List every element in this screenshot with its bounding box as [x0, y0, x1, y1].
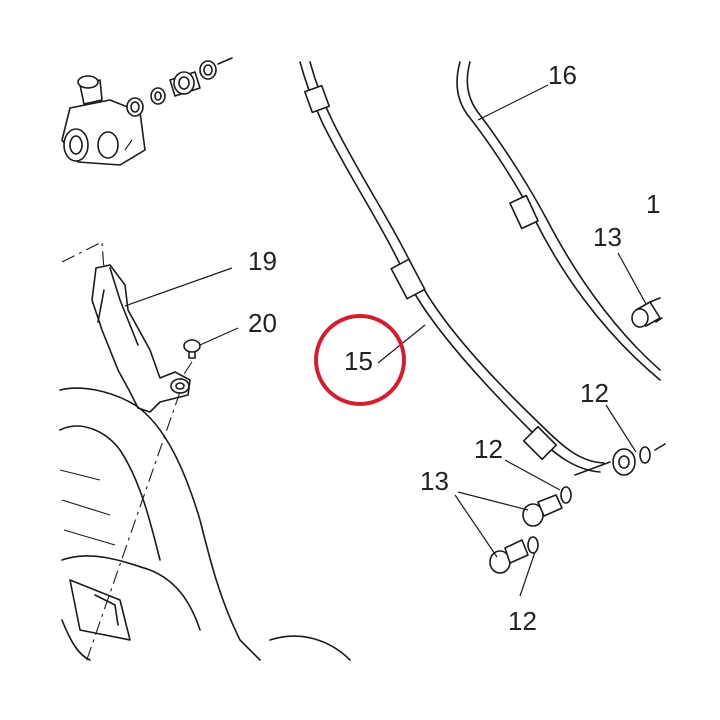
- bracket-19: [91, 264, 191, 413]
- screw-20: [183, 339, 201, 359]
- callout-12-upper: 12: [580, 378, 609, 408]
- callout-12-lower: 12: [508, 606, 537, 636]
- callout-16: 16: [548, 60, 577, 90]
- bolt-13-lower: [489, 536, 539, 574]
- frame-outline: [59, 387, 351, 661]
- callout-15: 15: [344, 346, 373, 376]
- callout-12-middle: 12: [474, 434, 503, 464]
- banjo-fitting-assembly: [574, 443, 666, 476]
- callout-13-upper: 13: [593, 222, 622, 252]
- leader-lines: [124, 84, 647, 597]
- bolt-13-middle: [522, 486, 572, 527]
- callout-1-partial: 1: [646, 189, 660, 219]
- brake-hose-16: [456, 61, 661, 381]
- callout-20: 20: [248, 308, 277, 338]
- callout-13-lower: 13: [420, 466, 449, 496]
- center-lines: [61, 241, 193, 666]
- highlight-circle: [314, 314, 406, 406]
- callout-19: 19: [248, 246, 277, 276]
- brake-hose-15: [299, 61, 605, 473]
- bolt-13-upper: [631, 297, 663, 328]
- master-cylinder-assembly: [61, 57, 233, 166]
